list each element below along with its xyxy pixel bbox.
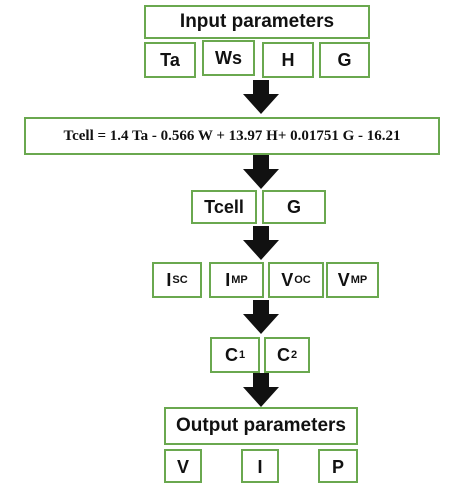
input-parameters-box: Input parameters [144, 5, 370, 39]
down-arrow-icon [243, 373, 279, 407]
g-box: G [262, 190, 326, 224]
down-arrow-icon [243, 300, 279, 334]
input-param-ws: Ws [202, 40, 255, 76]
output-param-p: P [318, 449, 358, 483]
input-param-ta: Ta [144, 42, 196, 78]
output-parameters-box: Output parameters [164, 407, 358, 445]
tcell-box: Tcell [191, 190, 257, 224]
tcell-formula: Tcell = 1.4 Ta - 0.566 W + 13.97 H+ 0.01… [63, 127, 401, 144]
input-parameters-title: Input parameters [179, 11, 335, 32]
down-arrow-icon [243, 80, 279, 114]
tcell-formula-box: Tcell = 1.4 Ta - 0.566 W + 13.97 H+ 0.01… [24, 117, 440, 155]
down-arrow-icon [243, 155, 279, 189]
down-arrow-icon [243, 226, 279, 260]
output-param-i: I [241, 449, 279, 483]
input-param-h: H [262, 42, 314, 78]
output-parameters-title: Output parameters [176, 415, 346, 436]
input-param-g: G [319, 42, 370, 78]
output-param-v: V [164, 449, 202, 483]
